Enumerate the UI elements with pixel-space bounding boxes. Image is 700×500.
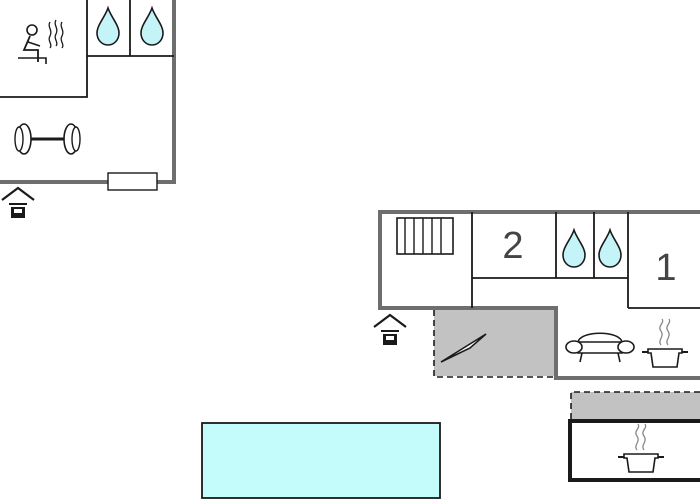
entrance-arrow-icon (372, 313, 408, 347)
water-drop-icon (140, 7, 164, 46)
terrace-area (434, 310, 554, 376)
annex-terrace (571, 392, 700, 419)
bedroom-1-label: 1 (655, 247, 676, 289)
right-building-partitions (471, 212, 700, 309)
terrace-triangle-icon (440, 333, 487, 363)
right-building-wall (378, 210, 700, 380)
left-window (107, 172, 158, 191)
annex-terrace-border (570, 391, 700, 419)
sofa-icon (565, 332, 635, 363)
terrace-dashed-border (433, 310, 556, 378)
cooking-pot-icon (641, 318, 689, 368)
sauna-icon (18, 19, 64, 64)
water-drop-icon (598, 229, 622, 268)
left-bathroom-wall (87, 0, 174, 57)
entrance-arrow-icon (0, 186, 36, 220)
left-building-wall (0, 0, 176, 184)
cooking-pot-icon (617, 423, 665, 473)
radiator-icon (396, 217, 454, 255)
water-drop-icon (96, 7, 120, 46)
water-drop-icon (562, 229, 586, 268)
dumbbell-icon (14, 123, 81, 155)
bedroom-2-label: 2 (502, 225, 523, 267)
sauna-room-wall (0, 0, 88, 98)
annex-room-wall (568, 419, 700, 482)
right-building: 2 1 (372, 210, 700, 482)
left-building (0, 0, 176, 220)
swimming-pool (201, 422, 441, 499)
